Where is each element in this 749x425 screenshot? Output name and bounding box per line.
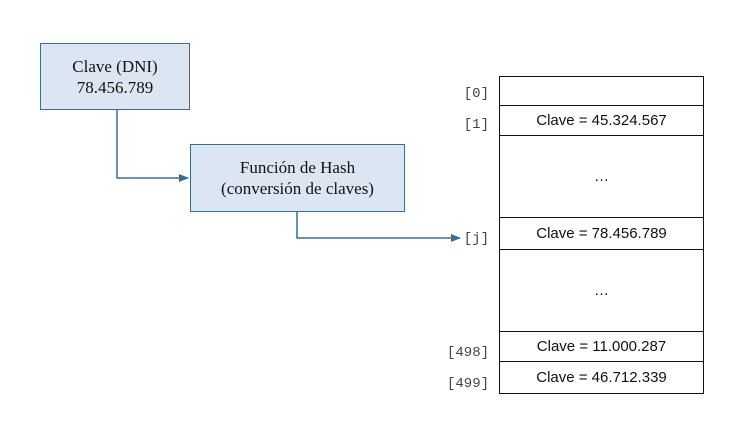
- table-cell-ellipsis-2: …: [500, 250, 703, 332]
- index-label-498: [498]: [446, 345, 489, 361]
- key-box-label: Clave (DNI): [72, 56, 158, 76]
- key-box-value: 78.456.789: [76, 77, 154, 97]
- index-label-1: [1]: [463, 117, 489, 133]
- hash-function-subtitle: (conversión de claves): [221, 179, 374, 198]
- hash-table: Clave = 45.324.567 … Clave = 78.456.789 …: [499, 76, 704, 394]
- table-cell-499: Clave = 46.712.339: [536, 369, 667, 386]
- index-label-j: [j]: [463, 231, 489, 247]
- arrow-hash-to-slot-j: [296, 212, 461, 242]
- index-label-499: [499]: [446, 376, 489, 392]
- key-box: Clave (DNI) 78.456.789: [40, 43, 190, 110]
- arrow-key-to-hash: [116, 110, 189, 182]
- table-cell-ellipsis-1: …: [500, 136, 703, 218]
- index-label-0: [0]: [463, 86, 489, 102]
- table-cell-1: Clave = 45.324.567: [500, 106, 703, 136]
- table-cell-j: Clave = 78.456.789: [500, 218, 703, 250]
- table-cell-0: [500, 77, 703, 106]
- hash-function-label: Función de Hash: [239, 158, 356, 177]
- table-cell-498: Clave = 11.000.287: [500, 332, 703, 362]
- hash-function-box: Función de Hash (conversión de claves): [190, 144, 405, 212]
